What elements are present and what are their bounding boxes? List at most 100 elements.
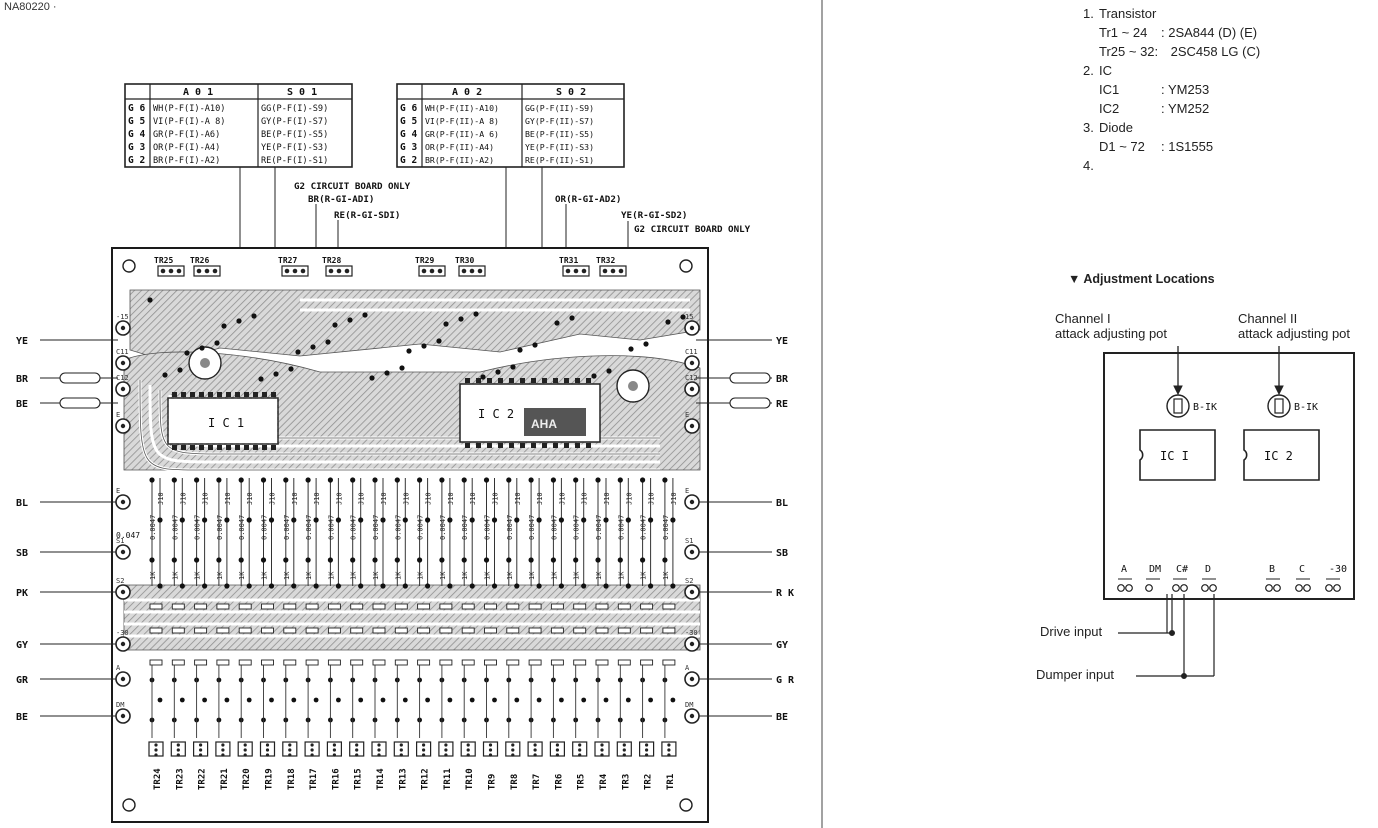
column-cap-value: 0.0047 (439, 515, 447, 540)
ic1-pin (181, 445, 186, 450)
right-wire-label: SB (776, 548, 788, 559)
parts-title: IC (1099, 63, 1112, 78)
ic2-pin (520, 443, 525, 448)
top-transistor-label: TR30 (455, 256, 474, 265)
table-2-row-g: G 6 (400, 103, 417, 114)
column-jumper: J10 (269, 492, 277, 505)
top-transistor: TR27 (278, 256, 309, 277)
via-dot (591, 373, 597, 379)
column-resistor: 1K (372, 571, 380, 580)
ic2-pin (542, 378, 547, 383)
column-resistor: 1K (171, 571, 179, 580)
table-1-row-g: G 6 (128, 103, 145, 114)
channel-1-line2: attack adjusting pot (1055, 326, 1168, 341)
column-cap-value: 0.0047 (261, 515, 269, 540)
left-wire-label: PK (16, 588, 28, 599)
via-dot (495, 369, 501, 375)
terminal-1: DM (1145, 564, 1161, 592)
ic2-pin (509, 443, 514, 448)
bottom-transistor-label: TR21 (220, 768, 230, 790)
coax-connector-left (59, 397, 101, 409)
table-2-row-a: VI(P-F(II)-A 8) (425, 116, 499, 126)
pot-1-label: B-IK (1193, 402, 1217, 413)
adjustment-title: ▼ Adjustment Locations (1068, 272, 1215, 286)
ic2-pin (564, 443, 569, 448)
column-cap-value: 0.0047 (595, 515, 603, 540)
via-dot (406, 348, 412, 354)
column-jumper: J10 (313, 492, 321, 505)
bottom-transistor-label: TR2 (644, 774, 654, 790)
bottom-transistor: TR3 (616, 741, 632, 790)
pot-2-label: B-IK (1294, 402, 1318, 413)
parts-value: 2SC458 LG (C) (1167, 44, 1261, 59)
ic1-pin (217, 445, 222, 450)
via-dot (214, 340, 220, 346)
channel-2-line1: Channel II (1238, 311, 1298, 326)
ic1-chip: I C 1 (167, 397, 279, 445)
via-dot (443, 321, 449, 327)
note-or-ad2: OR(R-GI-AD2) (555, 194, 621, 205)
table-2-row-s: RE(P-F(II)-S1) (525, 155, 594, 165)
ic1-pin (235, 392, 240, 397)
via-dot (325, 339, 331, 345)
table-1-row-a: BR(P-F(I)-A2) (153, 156, 220, 166)
ic2-brand: AHA (531, 417, 557, 431)
via-dot (258, 376, 264, 382)
column-resistor: 1K (283, 571, 291, 580)
cap-note: 0.047 (116, 531, 140, 540)
column-cap-value: 0.0047 (327, 515, 335, 540)
terminal-label: -30 (1329, 564, 1347, 575)
column-resistor: 1K (327, 571, 335, 580)
right-wire-label: R K (776, 588, 794, 599)
terminal-label: B (1269, 564, 1275, 575)
table-2-row-g: G 2 (400, 155, 417, 166)
column-resistor: 1K (595, 571, 603, 580)
column-resistor: 1K (394, 571, 402, 580)
column-cap-value: 0.0047 (484, 515, 492, 540)
right-pad-label: A (685, 664, 690, 672)
left-pad-label: -15 (116, 313, 129, 321)
table-2-head-a: A 0 2 (452, 87, 482, 98)
table-2-row-g: G 4 (400, 129, 417, 140)
left-wire-label: BL (16, 498, 28, 509)
right-wire-label: G R (776, 675, 795, 686)
left-pad-label: DM (116, 701, 124, 709)
ic1-label: I C 1 (208, 416, 244, 430)
column-cap-value: 0.0047 (506, 515, 514, 540)
via-dot (606, 368, 612, 374)
coax-connector-left (59, 372, 101, 384)
ic1-pin (244, 392, 249, 397)
column-jumper: J10 (380, 492, 388, 505)
terminal-label: C# (1176, 564, 1188, 575)
left-pad-label: C12 (116, 374, 129, 382)
right-wire-label: GY (776, 640, 788, 651)
via-dot (236, 318, 242, 324)
top-transistor-label: TR26 (190, 256, 209, 265)
right-pad-label: 15 (685, 313, 693, 321)
bottom-transistor: TR6 (549, 741, 566, 790)
column-jumper: J10 (447, 492, 455, 505)
column-jumper: J10 (469, 492, 477, 505)
via-dot (458, 316, 464, 322)
right-wire-label: BL (776, 498, 788, 509)
left-wire-label: BE (16, 399, 28, 410)
note-g2-only-right: G2 CIRCUIT BOARD ONLY (634, 224, 751, 235)
column-cap-value: 0.0047 (283, 515, 291, 540)
bottom-transistor-label: TR13 (398, 768, 408, 790)
note-g2-only-left: G2 CIRCUIT BOARD ONLY (294, 181, 411, 192)
column-resistor: 1K (528, 571, 536, 580)
note-br-ad1: BR(R-GI-ADI) (308, 194, 374, 205)
right-wire-label: YE (776, 336, 788, 347)
bottom-transistor-label: TR14 (376, 768, 386, 790)
ic2-pin (553, 443, 558, 448)
column-cap-value: 0.0047 (640, 515, 648, 540)
bottom-transistor-label: TR5 (577, 774, 587, 790)
via-dot (184, 350, 190, 356)
column-jumper: J10 (603, 492, 611, 505)
right-wire-label: RE (776, 399, 788, 410)
ic1-pin (208, 392, 213, 397)
